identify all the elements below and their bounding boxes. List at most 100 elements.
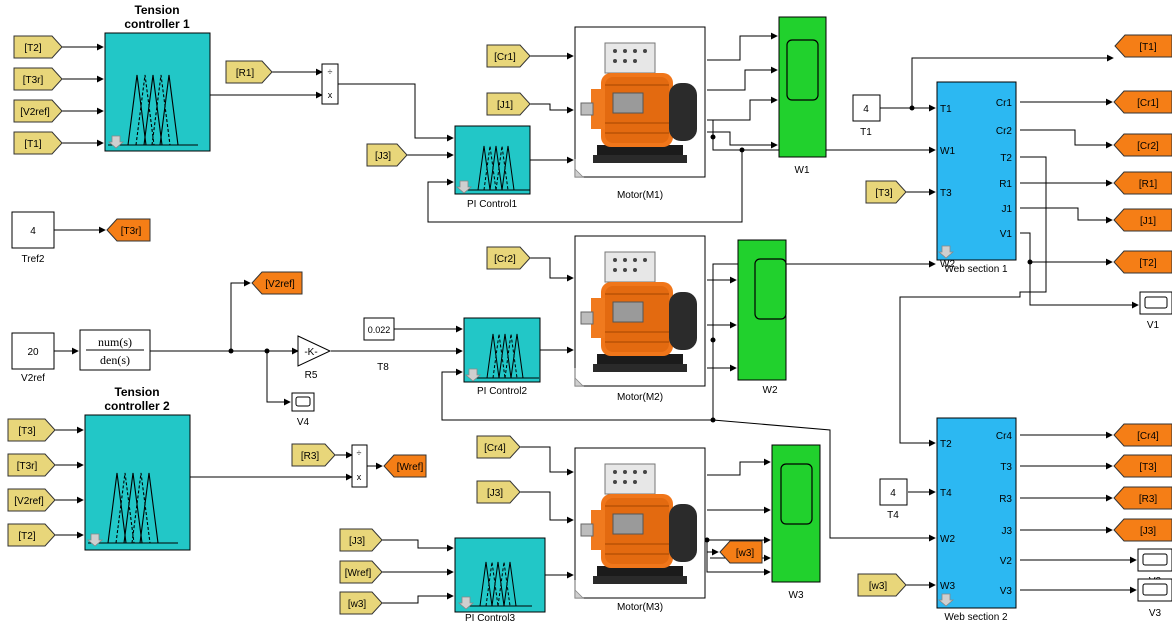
pi-control-1-label: PI Control1 xyxy=(467,199,517,210)
svg-text:den(s): den(s) xyxy=(100,353,130,367)
tension-controller-2[interactable]: Tension controller 2 xyxy=(85,385,190,550)
web1-goto-tags: [T1] [Cr1] [Cr2] [R1] [J1] [T2] xyxy=(1114,35,1172,273)
svg-text:[Cr2]: [Cr2] xyxy=(1137,141,1159,152)
tension-controller-2-subtitle: controller 2 xyxy=(104,399,170,413)
svg-text:[T1]: [T1] xyxy=(24,139,41,150)
svg-text:[R3]: [R3] xyxy=(1139,494,1158,505)
svg-text:[J3]: [J3] xyxy=(487,488,503,499)
svg-text:V1: V1 xyxy=(1000,229,1013,240)
svg-text:[Wref]: [Wref] xyxy=(397,462,424,473)
svg-text:20: 20 xyxy=(27,347,39,358)
svg-text:[w3]: [w3] xyxy=(348,599,367,610)
motor-m1[interactable] xyxy=(575,27,705,177)
pi-control-3[interactable]: PI Control3 xyxy=(455,538,545,624)
svg-text:[V2ref]: [V2ref] xyxy=(14,496,44,507)
scope-w3[interactable]: W3 xyxy=(772,445,820,601)
motor-m1-label: Motor(M1) xyxy=(617,190,663,201)
svg-text:[Cr2]: [Cr2] xyxy=(494,254,516,265)
svg-text:[T3]: [T3] xyxy=(1139,462,1156,473)
svg-text:[T3]: [T3] xyxy=(875,188,892,199)
motor-m3-label: Motor(M3) xyxy=(617,602,663,613)
svg-text:W2: W2 xyxy=(940,534,955,545)
svg-text:[T2]: [T2] xyxy=(24,43,41,54)
web-section-2[interactable]: T2 T4 W2 W3 Cr4 T3 R3 J3 V2 V3 Web secti… xyxy=(937,418,1016,623)
svg-text:W3: W3 xyxy=(940,581,955,592)
svg-text:[J3]: [J3] xyxy=(349,536,365,547)
svg-text:Cr2: Cr2 xyxy=(996,126,1013,137)
product-1-div: ÷ xyxy=(328,67,333,77)
motor-m3[interactable] xyxy=(575,448,705,598)
tension-controller-1-subtitle: controller 1 xyxy=(124,17,190,31)
svg-text:Cr4: Cr4 xyxy=(996,431,1013,442)
svg-text:[T3]: [T3] xyxy=(18,426,35,437)
scope-v3[interactable]: V3 xyxy=(1138,579,1172,619)
scope-v4[interactable]: V4 xyxy=(292,393,314,428)
svg-text:[T3r]: [T3r] xyxy=(23,75,44,86)
svg-text:V2: V2 xyxy=(1000,556,1013,567)
svg-text:[T1]: [T1] xyxy=(1139,42,1156,53)
scope-w2-label: W2 xyxy=(763,385,778,396)
constant-tref2-label: Tref2 xyxy=(22,254,45,265)
svg-text:÷: ÷ xyxy=(357,448,362,458)
svg-text:[T2]: [T2] xyxy=(18,531,35,542)
svg-text:[Wref]: [Wref] xyxy=(345,568,372,579)
transfer-function[interactable]: num(s) den(s) xyxy=(80,330,150,370)
svg-text:num(s): num(s) xyxy=(98,335,132,349)
svg-text:Cr1: Cr1 xyxy=(996,98,1013,109)
svg-text:T2: T2 xyxy=(1000,153,1012,164)
scope-w1-label: W1 xyxy=(795,165,810,176)
pi-control-2-label: PI Control2 xyxy=(477,386,527,397)
tc1-from-tags: [T2] [T3r] [V2ref] [T1] xyxy=(14,36,62,154)
pi-control-2[interactable]: PI Control2 xyxy=(464,318,540,397)
scope-v3-label: V3 xyxy=(1149,608,1162,619)
svg-text:R3: R3 xyxy=(999,494,1012,505)
svg-text:T3: T3 xyxy=(940,188,952,199)
svg-text:[J3]: [J3] xyxy=(375,151,391,162)
svg-text:[J3]: [J3] xyxy=(1140,526,1156,537)
constant-v2ref-label: V2ref xyxy=(21,373,45,384)
svg-text:J1: J1 xyxy=(1001,204,1012,215)
web-section-1[interactable]: T1 W1 T3 W2 Cr1 Cr2 T2 R1 J1 V1 Web sect… xyxy=(937,82,1016,275)
svg-text:[Cr1]: [Cr1] xyxy=(494,52,516,63)
svg-text:V3: V3 xyxy=(1000,586,1013,597)
scope-w1[interactable]: W1 xyxy=(779,17,826,176)
svg-text:[T3r]: [T3r] xyxy=(121,226,142,237)
scope-w2[interactable]: W2 xyxy=(738,240,786,396)
gain-r5-label: R5 xyxy=(305,370,318,381)
svg-text:4: 4 xyxy=(863,104,869,115)
scope-v1[interactable]: V1 xyxy=(1140,292,1172,331)
from-tag-r1-label: [R1] xyxy=(236,68,255,79)
gain-r5-value: -K- xyxy=(304,347,317,358)
svg-text:T2: T2 xyxy=(940,439,952,450)
constant-t8-label: T8 xyxy=(377,362,389,373)
svg-text:[w3]: [w3] xyxy=(869,581,888,592)
svg-text:[T3r]: [T3r] xyxy=(17,461,38,472)
svg-text:T1: T1 xyxy=(940,104,952,115)
svg-text:[V2ref]: [V2ref] xyxy=(20,107,50,118)
svg-text:R1: R1 xyxy=(999,179,1012,190)
motor-m2[interactable] xyxy=(575,236,705,386)
svg-text:T4: T4 xyxy=(940,488,952,499)
fuzzy-block-body xyxy=(105,33,210,151)
scope-v4-label: V4 xyxy=(297,417,310,428)
svg-text:x: x xyxy=(357,472,362,482)
motor-m2-label: Motor(M2) xyxy=(617,392,663,403)
constant-t1-label: T1 xyxy=(860,127,872,138)
tension-controller-1[interactable]: Tension controller 1 xyxy=(105,3,210,151)
svg-text:[Cr4]: [Cr4] xyxy=(484,443,506,454)
web-section-1-label: Web section 1 xyxy=(944,264,1008,275)
svg-text:[Cr4]: [Cr4] xyxy=(1137,431,1159,442)
svg-text:[w3]: [w3] xyxy=(736,548,755,559)
pi-control-1[interactable]: PI Control1 xyxy=(455,126,530,210)
pi-control-3-label: PI Control3 xyxy=(465,613,515,624)
svg-text:[R3]: [R3] xyxy=(301,451,320,462)
tension-controller-2-title: Tension xyxy=(114,385,159,399)
constant-t4-label: T4 xyxy=(887,510,899,521)
tension-controller-1-title: Tension xyxy=(134,3,179,17)
tc2-from-tags: [T3] [T3r] [V2ref] [T2] xyxy=(8,419,55,546)
svg-text:[J1]: [J1] xyxy=(1140,216,1156,227)
svg-text:[J1]: [J1] xyxy=(497,100,513,111)
svg-text:T3: T3 xyxy=(1000,462,1012,473)
svg-text:4: 4 xyxy=(30,226,36,237)
